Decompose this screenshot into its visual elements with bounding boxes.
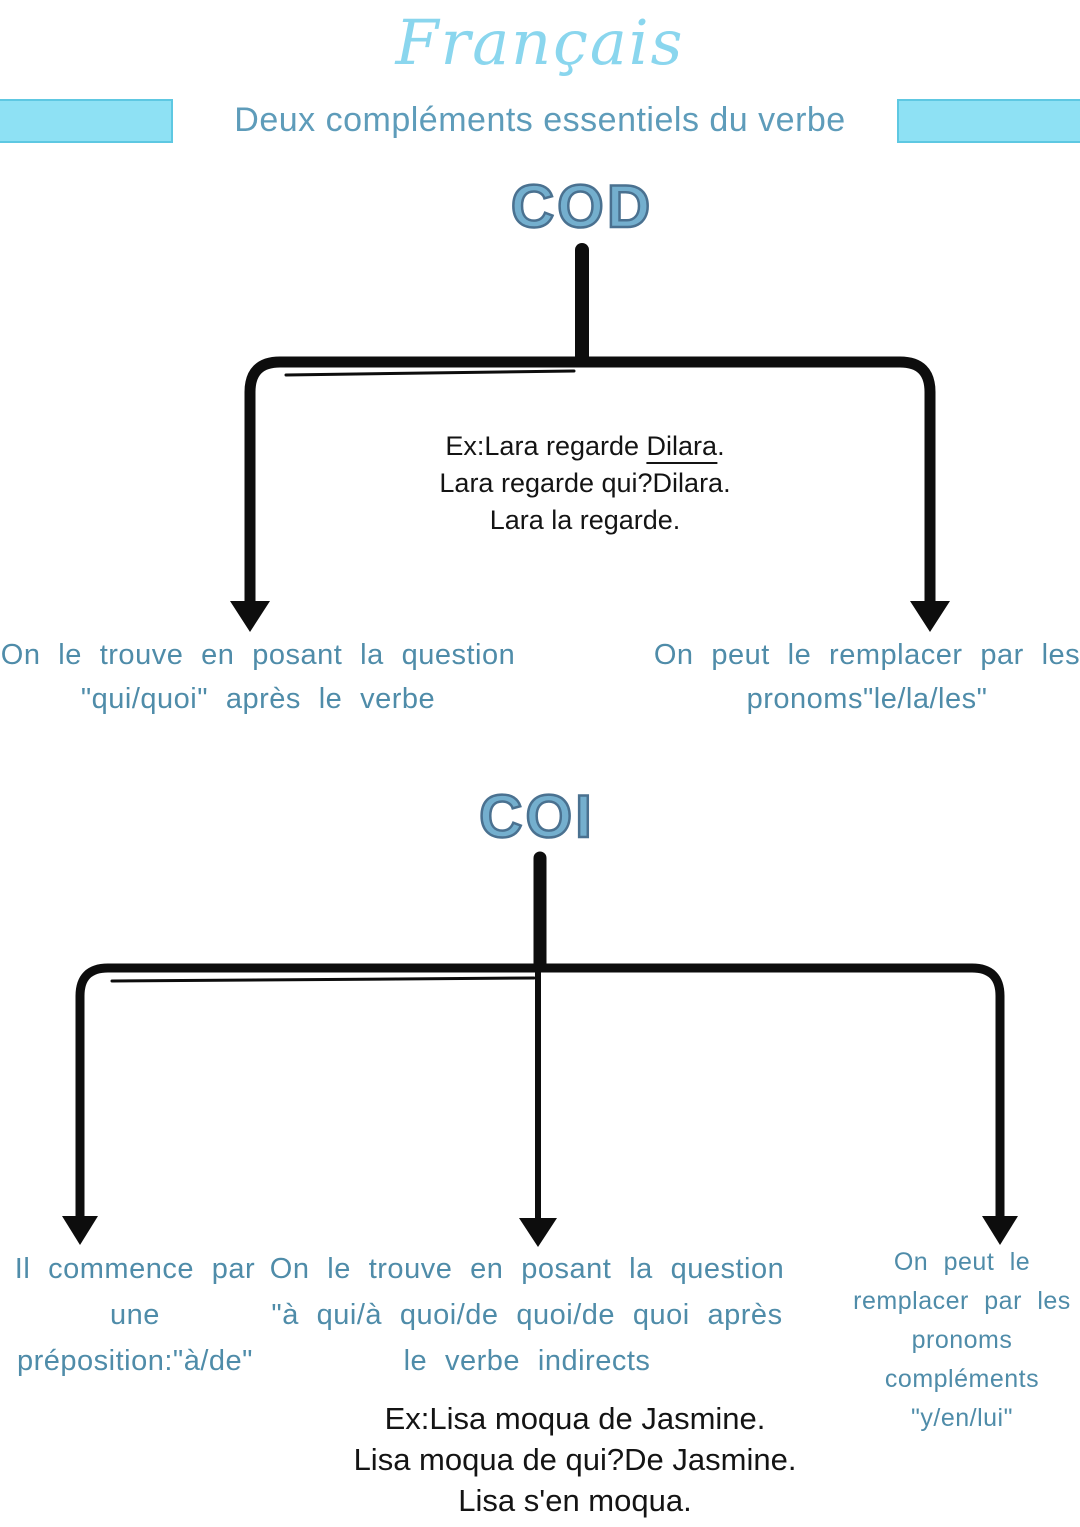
coi-center-note-line-2: "à qui/à quoi/de quoi/de quoi après: [271, 1299, 783, 1331]
coi-right-note: On peut le remplacer par les pronoms com…: [853, 1243, 1071, 1438]
coi-center-note-line-3: le verbe indirects: [403, 1345, 651, 1377]
cod-example-line1-underlined: Dilara: [646, 431, 718, 464]
coi-right-note-line-1: On peut le: [893, 1248, 1031, 1276]
banner-bar-left: [0, 99, 173, 143]
cod-example-text: Ex:Lara regarde Dilara. Lara regarde qui…: [439, 428, 731, 539]
cod-left-arrowhead-icon: [230, 601, 270, 632]
coi-example-line-2: Lisa moqua de qui?De Jasmine.: [353, 1442, 797, 1477]
coi-right-note-line-4: compléments: [884, 1365, 1040, 1393]
coi-example-line-1: Ex:Lisa moqua de Jasmine.: [384, 1401, 766, 1436]
coi-example-line-3: Lisa s'en moqua.: [458, 1483, 692, 1518]
cod-right-note: On peut le remplacer par les pronoms"le/…: [654, 633, 1080, 721]
coi-right-note-line-2: remplacer par les: [853, 1287, 1071, 1315]
coi-left-note: Il commence par une préposition:"à/de": [15, 1246, 255, 1384]
cod-left-note-line-1: On le trouve en posant la question: [0, 639, 516, 671]
banner-bar-right: [897, 99, 1080, 143]
cod-right-arrowhead-icon: [910, 601, 950, 632]
coi-center-note-line-1: On le trouve en posant la question: [269, 1253, 785, 1285]
banner-title: Deux compléments essentiels du verbe: [234, 101, 846, 139]
cod-example-line-3: Lara la regarde.: [489, 505, 681, 535]
cod-heading: COD: [510, 172, 654, 242]
coi-right-note-line-5: "y/en/lui": [911, 1404, 1013, 1432]
coi-right-arrowhead-icon: [982, 1216, 1018, 1245]
coi-branch-underline: [110, 976, 536, 983]
coi-right-note-line-3: pronoms: [911, 1326, 1013, 1354]
coi-center-arrowhead-icon: [519, 1218, 557, 1247]
coi-left-note-line-1: Il commence par: [14, 1253, 256, 1285]
coi-left-arrowhead-icon: [62, 1216, 98, 1245]
cod-example-line-2: Lara regarde qui?Dilara.: [439, 468, 731, 498]
cod-left-note-line-2: "qui/quoi" après le verbe: [80, 683, 436, 715]
coi-center-note: On le trouve en posant la question "à qu…: [270, 1246, 784, 1384]
coi-left-note-line-2: une: [110, 1299, 160, 1331]
cod-right-note-line-2: pronoms"le/la/les": [746, 683, 988, 715]
cod-right-note-line-1: On peut le remplacer par les: [653, 639, 1080, 671]
cod-example-line-1: Ex:Lara regarde Dilara.: [439, 428, 730, 465]
cod-branch-underline: [284, 369, 576, 377]
coi-heading: COI: [478, 782, 595, 852]
coi-left-note-line-3: préposition:"à/de": [17, 1345, 253, 1377]
cod-example-line1-prefix: Ex:Lara regarde: [445, 431, 647, 461]
coi-example-text: Ex:Lisa moqua de Jasmine. Lisa moqua de …: [354, 1398, 797, 1521]
cod-example-line1-suffix: .: [717, 431, 725, 461]
coi-branch-connector: [75, 963, 1005, 1226]
page-title: Français: [395, 6, 685, 79]
cod-left-note: On le trouve en posant la question "qui/…: [1, 633, 515, 721]
